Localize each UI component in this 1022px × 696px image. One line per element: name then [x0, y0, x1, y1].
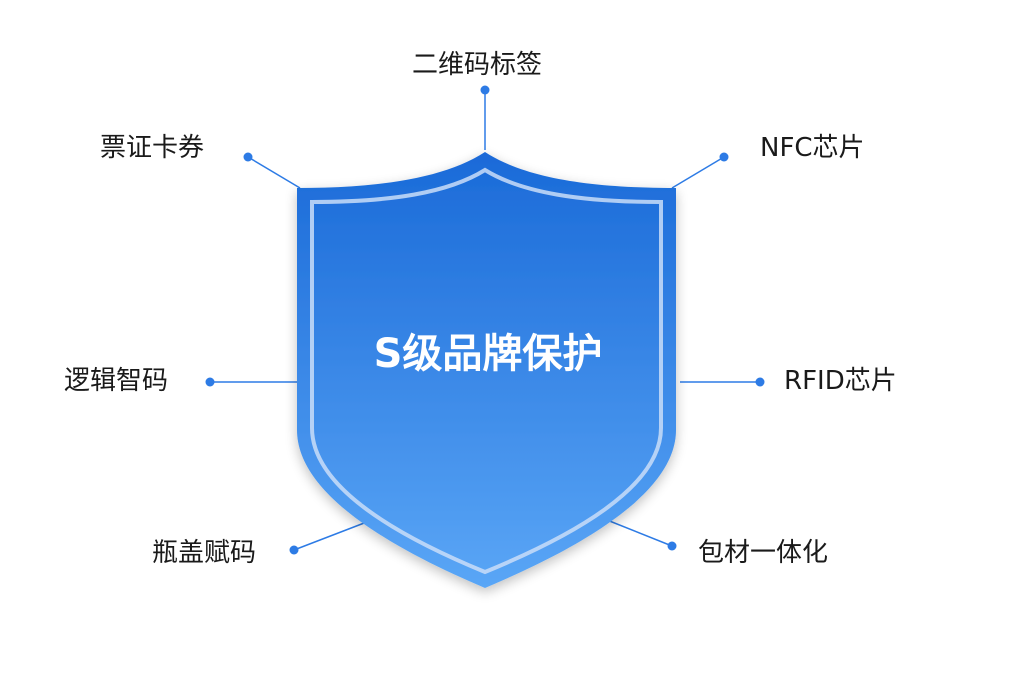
connector-dots	[205, 85, 765, 555]
connectors	[210, 90, 760, 551]
dot-upper-right	[719, 152, 729, 162]
label-qr-code-tag: 二维码标签	[412, 50, 543, 80]
label-bottle-cap-coding: 瓶盖赋码	[152, 538, 257, 568]
shield-title: S级品牌保护	[373, 331, 603, 377]
shield-outer	[297, 152, 676, 588]
connector-upper-right	[671, 156, 725, 189]
dot-lower-right	[667, 541, 677, 551]
label-packaging-integration: 包材一体化	[698, 538, 829, 568]
dot-middle-left	[205, 377, 215, 387]
shield-inner-border	[310, 167, 663, 575]
dot-upper-left	[243, 152, 253, 162]
dot-lower-left	[289, 545, 299, 555]
label-rfid-chip: RFID芯片	[784, 366, 897, 396]
label-ticket-coupon: 票证卡券	[100, 133, 205, 163]
label-nfc-chip: NFC芯片	[760, 133, 865, 163]
label-logic-smart-code: 逻辑智码	[64, 366, 169, 396]
dot-top	[480, 85, 490, 95]
dot-middle-right	[755, 377, 765, 387]
connector-lower-left	[293, 519, 373, 551]
connector-lower-right	[601, 517, 673, 547]
connector-upper-left	[247, 156, 301, 189]
